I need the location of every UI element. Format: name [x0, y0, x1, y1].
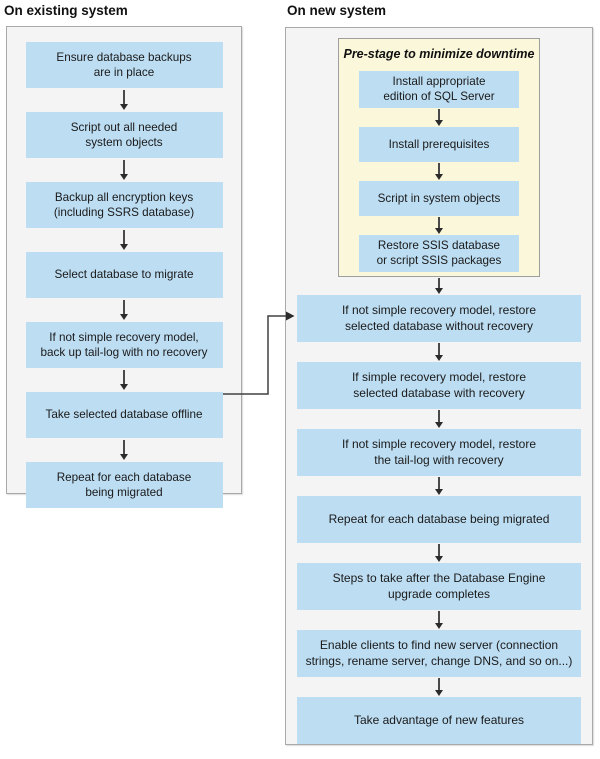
down-arrow-icon: [435, 108, 443, 127]
existing-system-title: On existing system: [4, 3, 128, 18]
down-arrow-icon: [435, 610, 443, 630]
new-system-panel: Pre-stage to minimize downtime Install a…: [285, 27, 593, 745]
step-script-in-system-objects: Script in system objects: [359, 180, 519, 216]
step-take-advantage-new-features: Take advantage of new features: [297, 697, 581, 744]
down-arrow-icon: [120, 88, 128, 112]
step-restore-tail-log: If not simple recovery model, restore th…: [297, 429, 581, 476]
down-arrow-icon: [435, 162, 443, 181]
step-take-database-offline: Take selected database offline: [25, 392, 223, 438]
down-arrow-icon: [435, 677, 443, 697]
prestage-title: Pre-stage to minimize downtime: [343, 47, 535, 61]
new-system-title: On new system: [287, 3, 387, 18]
down-arrow-icon: [435, 277, 443, 295]
down-arrow-icon: [120, 158, 128, 182]
step-repeat-migration: Repeat for each database being migrated: [297, 496, 581, 543]
step-restore-with-recovery: If simple recovery model, restore select…: [297, 362, 581, 409]
step-ensure-backups: Ensure database backups are in place: [25, 42, 223, 88]
step-enable-clients: Enable clients to find new server (conne…: [297, 630, 581, 677]
step-install-sql-server: Install appropriate edition of SQL Serve…: [359, 71, 519, 108]
step-script-system-objects: Script out all needed system objects: [25, 112, 223, 158]
down-arrow-icon: [435, 216, 443, 235]
step-repeat-each-database: Repeat for each database being migrated: [25, 462, 223, 508]
step-backup-tail-log: If not simple recovery model, back up ta…: [25, 322, 223, 368]
step-restore-without-recovery: If not simple recovery model, restore se…: [297, 295, 581, 342]
down-arrow-icon: [120, 438, 128, 462]
down-arrow-icon: [120, 298, 128, 322]
down-arrow-icon: [435, 342, 443, 362]
down-arrow-icon: [120, 368, 128, 392]
down-arrow-icon: [435, 476, 443, 496]
step-post-upgrade-steps: Steps to take after the Database Engine …: [297, 563, 581, 610]
step-install-prerequisites: Install prerequisites: [359, 126, 519, 162]
existing-system-panel: Ensure database backups are in place Scr…: [6, 26, 242, 508]
down-arrow-icon: [120, 228, 128, 252]
down-arrow-icon: [435, 543, 443, 563]
step-restore-ssis: Restore SSIS database or script SSIS pac…: [359, 234, 519, 272]
prestage-group: Pre-stage to minimize downtime Install a…: [338, 38, 540, 277]
step-select-database: Select database to migrate: [25, 252, 223, 298]
down-arrow-icon: [435, 409, 443, 429]
step-backup-encryption-keys: Backup all encryption keys (including SS…: [25, 182, 223, 228]
